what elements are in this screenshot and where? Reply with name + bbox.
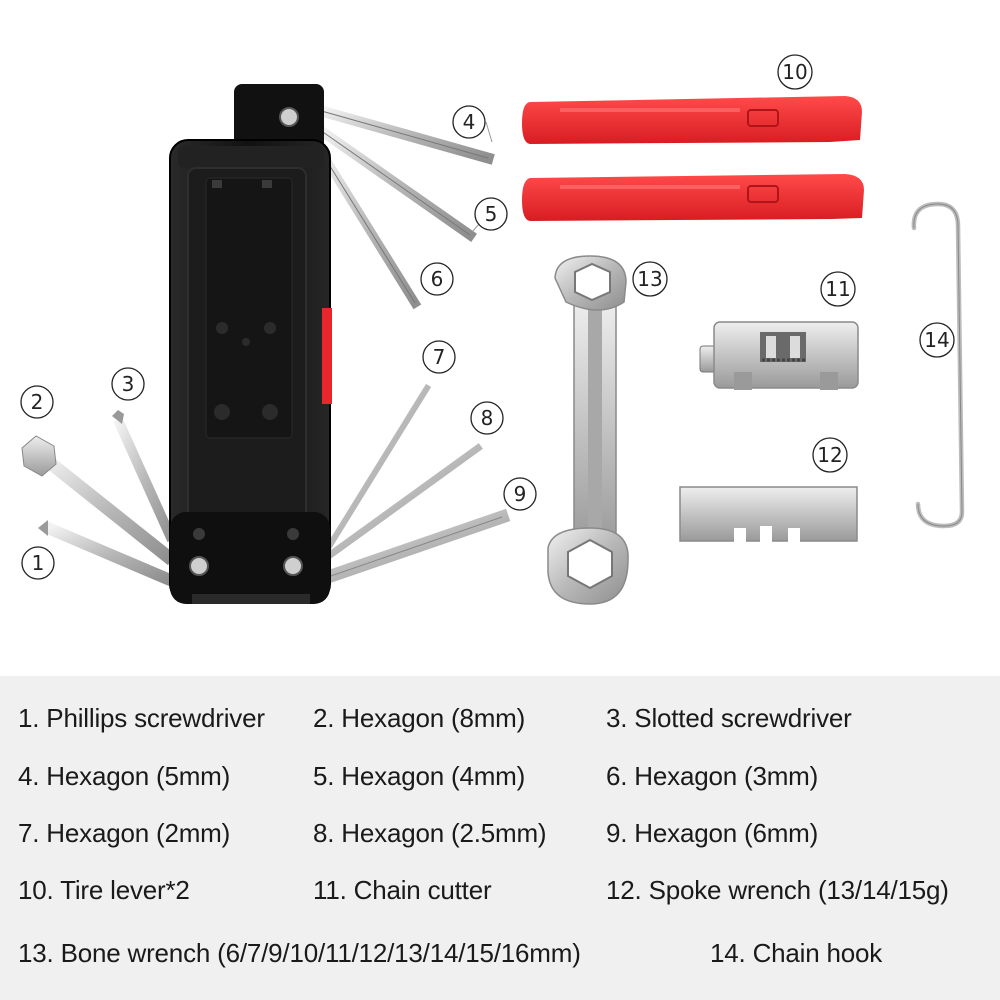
callout-6: 6: [420, 262, 454, 296]
tire-lever-top: [522, 96, 862, 144]
svg-text:10: 10: [782, 60, 807, 84]
svg-text:3: 3: [122, 372, 135, 396]
legend-item-11: 11. Chain cutter: [313, 875, 492, 905]
svg-text:14: 14: [924, 328, 949, 352]
svg-text:5: 5: [485, 202, 498, 226]
callout-13: 13: [632, 261, 668, 297]
hex-key-4mm: [313, 123, 477, 242]
hex-key-2.5mm: [325, 443, 483, 560]
callout-11: 11: [820, 271, 856, 307]
callout-5: 5: [474, 197, 508, 231]
svg-text:2: 2: [31, 390, 44, 414]
legend-item-2: 2. Hexagon (8mm): [313, 703, 526, 733]
svg-text:1: 1: [32, 551, 45, 575]
callout-1: 1: [21, 546, 55, 580]
svg-text:4: 4: [463, 110, 476, 134]
chain-cutter: [699, 321, 859, 390]
tire-lever-bottom: [522, 174, 864, 221]
svg-text:7: 7: [433, 345, 446, 369]
callout-3: 3: [111, 367, 145, 401]
bone-wrench: [547, 255, 629, 605]
svg-text:12: 12: [817, 443, 842, 467]
callout-4: 4: [452, 105, 486, 139]
legend-item-14: 14. Chain hook: [710, 938, 883, 968]
spoke-wrench: [679, 486, 858, 542]
hex-key-8mm: [21, 435, 177, 566]
legend-item-12: 12. Spoke wrench (13/14/15g): [606, 875, 949, 905]
legend-item-6: 6. Hexagon (3mm): [606, 761, 819, 791]
legend-item-10: 10. Tire lever*2: [18, 875, 190, 905]
callout-7: 7: [422, 340, 456, 374]
legend-item-9: 9. Hexagon (6mm): [606, 818, 819, 848]
callout-10: 10: [777, 54, 813, 90]
svg-text:9: 9: [514, 482, 527, 506]
tool-illustration: 1 2 3 4 5 6 7 8 9 10 11 12 13 14: [20, 54, 965, 605]
legend-item-4: 4. Hexagon (5mm): [18, 761, 231, 791]
callout-8: 8: [470, 401, 504, 435]
legend-item-1: 1. Phillips screwdriver: [18, 703, 265, 733]
legend-item-13: 13. Bone wrench (6/7/9/10/11/12/13/14/15…: [18, 938, 581, 968]
hex-key-3mm: [313, 143, 422, 310]
callout-2: 2: [20, 385, 54, 419]
svg-text:13: 13: [637, 267, 662, 291]
chain-hook: [911, 201, 965, 529]
hex-key-6mm: [316, 508, 511, 587]
hex-key-5mm: [311, 103, 495, 165]
legend-panel: 1. Phillips screwdriver 2. Hexagon (8mm)…: [0, 676, 1000, 1000]
slotted-screwdriver: [112, 410, 177, 543]
legend-item-7: 7. Hexagon (2mm): [18, 818, 231, 848]
callout-12: 12: [812, 437, 848, 473]
callout-14: 14: [919, 322, 955, 358]
multitool-body: [169, 84, 332, 604]
svg-text:11: 11: [825, 277, 850, 301]
phillips-screwdriver: [38, 520, 176, 586]
hex-key-2mm: [325, 383, 432, 550]
svg-text:6: 6: [431, 267, 444, 291]
legend-item-5: 5. Hexagon (4mm): [313, 761, 526, 791]
callout-9: 9: [503, 477, 537, 511]
legend-item-3: 3. Slotted screwdriver: [606, 703, 852, 733]
legend-item-8: 8. Hexagon (2.5mm): [313, 818, 547, 848]
svg-text:8: 8: [481, 406, 494, 430]
